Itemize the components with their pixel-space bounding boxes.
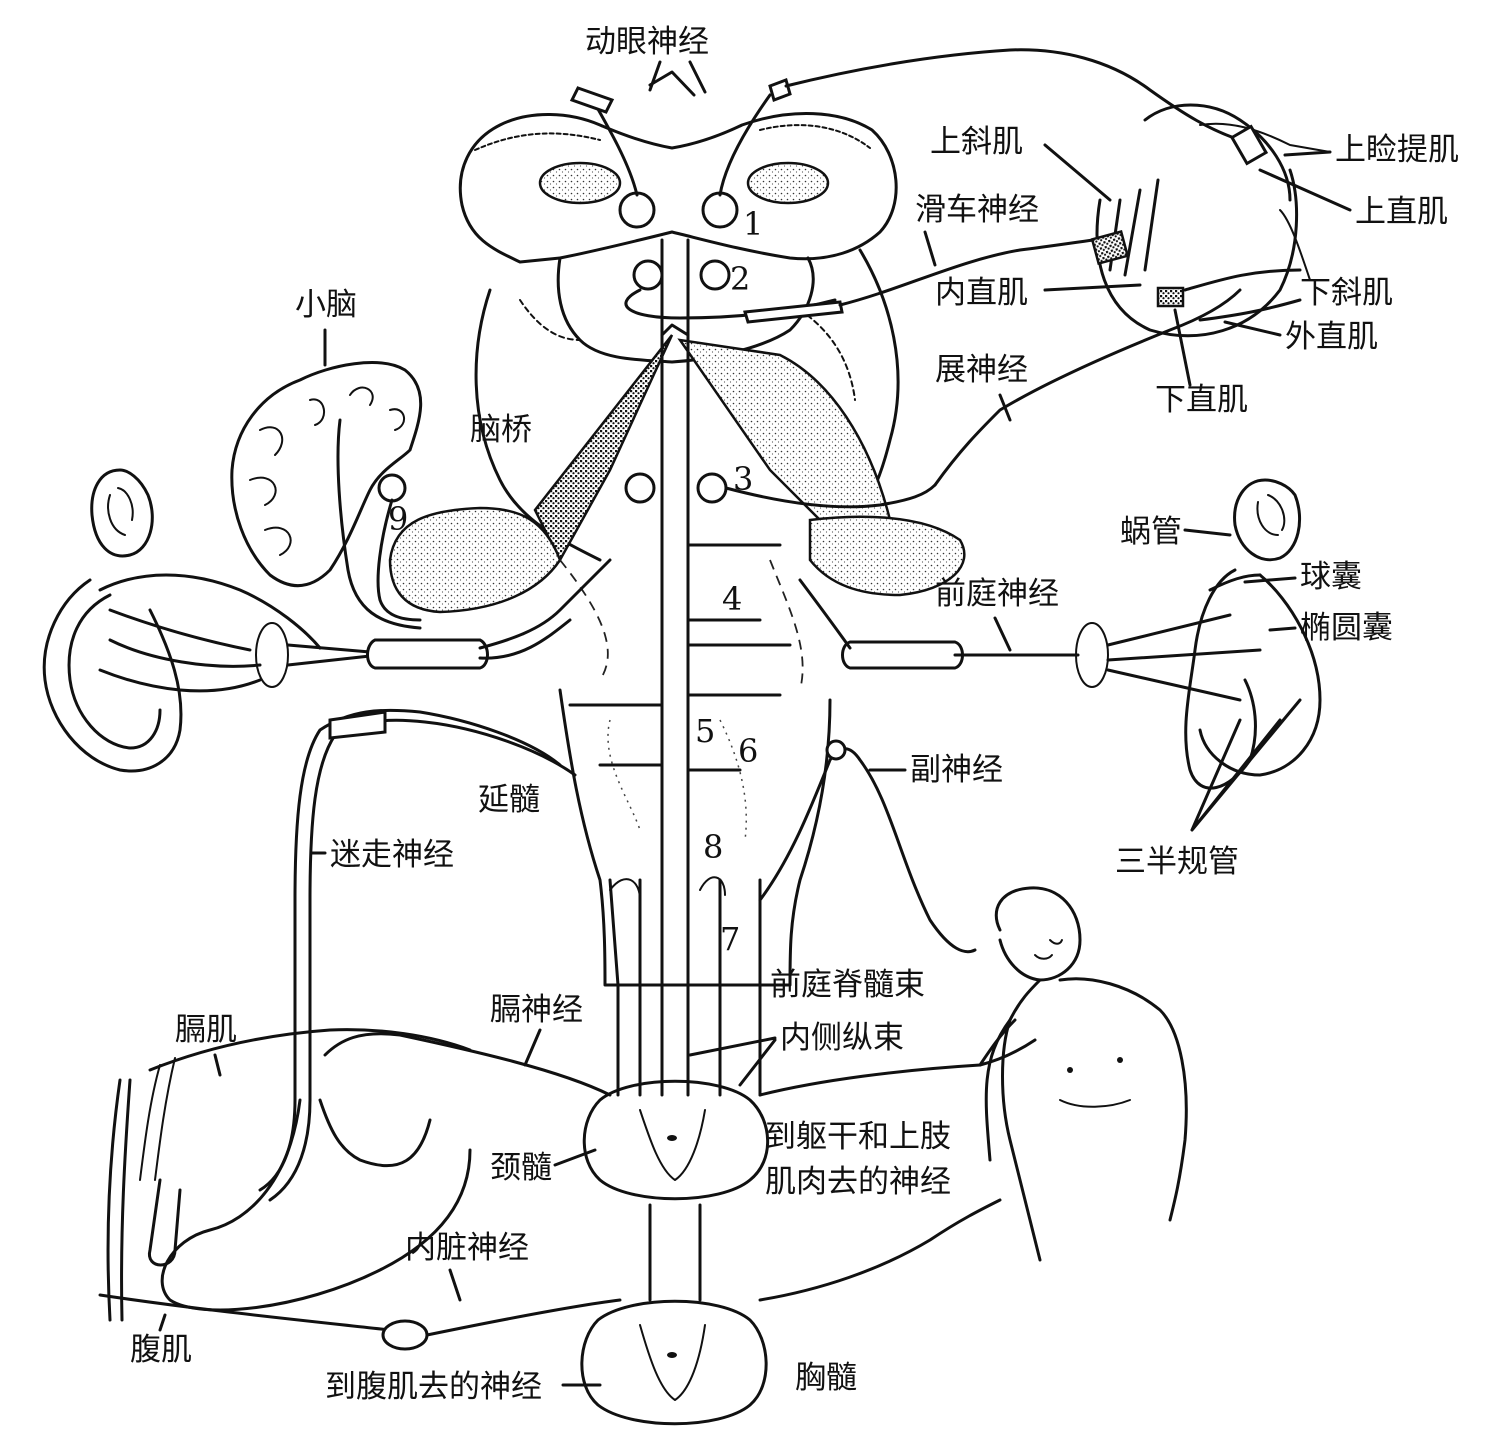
label-thoracic-cord: 胸髓 — [795, 1360, 857, 1396]
label-superior-oblique: 上斜肌 — [930, 124, 1023, 160]
mlf-column — [568, 238, 792, 1097]
oculomotor-nucleus-left — [618, 191, 656, 229]
nucleus-7: 7 — [720, 920, 740, 958]
nucleus-5: 5 — [695, 712, 715, 750]
label-lateral-rectus: 外直肌 — [1285, 319, 1378, 355]
label-superior-rectus: 上直肌 — [1355, 194, 1448, 230]
label-cochlea: 蜗管 — [1120, 514, 1182, 550]
label-vestibulospinal-tract: 前庭脊髓束 — [770, 967, 925, 1003]
label-nerve-to-abdominal-muscle: 到腹肌去的神经 — [325, 1369, 542, 1405]
label-vestibular-nerve: 前庭神经 — [935, 576, 1059, 612]
label-phrenic-nerve: 膈神经 — [490, 992, 583, 1028]
abducens-nucleus-right — [696, 472, 728, 504]
label-levator-palpebrae: 上睑提肌 — [1335, 132, 1459, 168]
left-vestibular-nerve — [366, 558, 612, 670]
label-cervical-cord: 颈髓 — [490, 1150, 552, 1186]
label-semicircular-canals: 三半规管 — [1115, 844, 1239, 880]
cervical-cord-section — [582, 1079, 770, 1201]
fastigial-nucleus — [377, 473, 407, 503]
nucleus-numbers: 1 2 3 4 5 6 7 8 9 — [388, 205, 763, 958]
label-medulla: 延髓 — [478, 782, 540, 818]
oculomotor-nucleus-right — [701, 191, 739, 229]
label-medial-rectus: 内直肌 — [935, 275, 1028, 311]
label-visceral-nerve: 内脏神经 — [405, 1230, 529, 1266]
thoracic-cord-section — [580, 1299, 768, 1426]
accessory-nerve — [758, 739, 977, 954]
nucleus-6: 6 — [738, 732, 758, 770]
label-pons: 脑桥 — [470, 412, 532, 448]
red-nucleus-right — [746, 161, 830, 205]
nerve-to-trunk — [758, 1018, 1037, 1302]
red-nucleus-left — [538, 161, 622, 205]
human-figure — [984, 886, 1188, 1262]
right-inner-ear — [1075, 478, 1322, 832]
nucleus-8: 8 — [703, 828, 723, 866]
vestibular-nucleus-right-lateral — [808, 515, 966, 597]
nucleus-9: 9 — [388, 500, 408, 538]
nucleus-4: 4 — [722, 580, 742, 618]
spinal-cord — [580, 983, 770, 1426]
vestibular-nucleus-left-lateral — [388, 506, 562, 614]
vestibular-nucleus-left-superior — [533, 334, 674, 563]
label-mlf: 内侧纵束 — [780, 1020, 904, 1056]
label-utricle: 椭圆囊 — [1300, 610, 1393, 646]
abducens-nucleus-left — [624, 472, 656, 504]
label-oculomotor-nerve: 动眼神经 — [585, 24, 709, 60]
vagus-nerve — [258, 708, 577, 1202]
stomach — [98, 1098, 622, 1351]
midbrain — [458, 48, 1242, 264]
left-inner-ear — [42, 468, 372, 773]
phrenic-diaphragm — [106, 1028, 612, 1322]
cerebellum — [230, 361, 423, 630]
trochlear-nucleus-right — [699, 259, 731, 291]
right-vestibular-nerve — [798, 578, 1080, 670]
medulla — [558, 559, 832, 987]
labels: 动眼神经 上斜肌 上睑提肌 上直肌 滑车神经 内直肌 下斜肌 外直肌 下直肌 展… — [130, 24, 1459, 1405]
pons — [388, 236, 1242, 614]
label-vagus-nerve: 迷走神经 — [330, 837, 454, 873]
nucleus-1: 1 — [743, 205, 763, 243]
label-abdominal-muscle: 腹肌 — [130, 1332, 192, 1368]
label-diaphragm: 膈肌 — [175, 1012, 237, 1048]
label-saccule: 球囊 — [1300, 559, 1362, 595]
label-inferior-rectus: 下直肌 — [1155, 382, 1248, 418]
eye-orbit — [1090, 103, 1331, 338]
nucleus-2: 2 — [730, 260, 750, 298]
label-nerves-to-muscles: 肌肉去的神经 — [765, 1164, 951, 1200]
label-inferior-oblique: 下斜肌 — [1300, 275, 1393, 311]
trochlear-nucleus-left — [632, 259, 664, 291]
label-trochlear-nerve: 滑车神经 — [915, 192, 1039, 228]
nucleus-3: 3 — [733, 460, 753, 498]
label-accessory-nerve: 副神经 — [910, 752, 1003, 788]
label-abducens-nerve: 展神经 — [935, 352, 1028, 388]
label-cerebellum: 小脑 — [295, 287, 357, 323]
label-to-trunk-upper-limb: 到躯干和上肢 — [765, 1119, 951, 1155]
